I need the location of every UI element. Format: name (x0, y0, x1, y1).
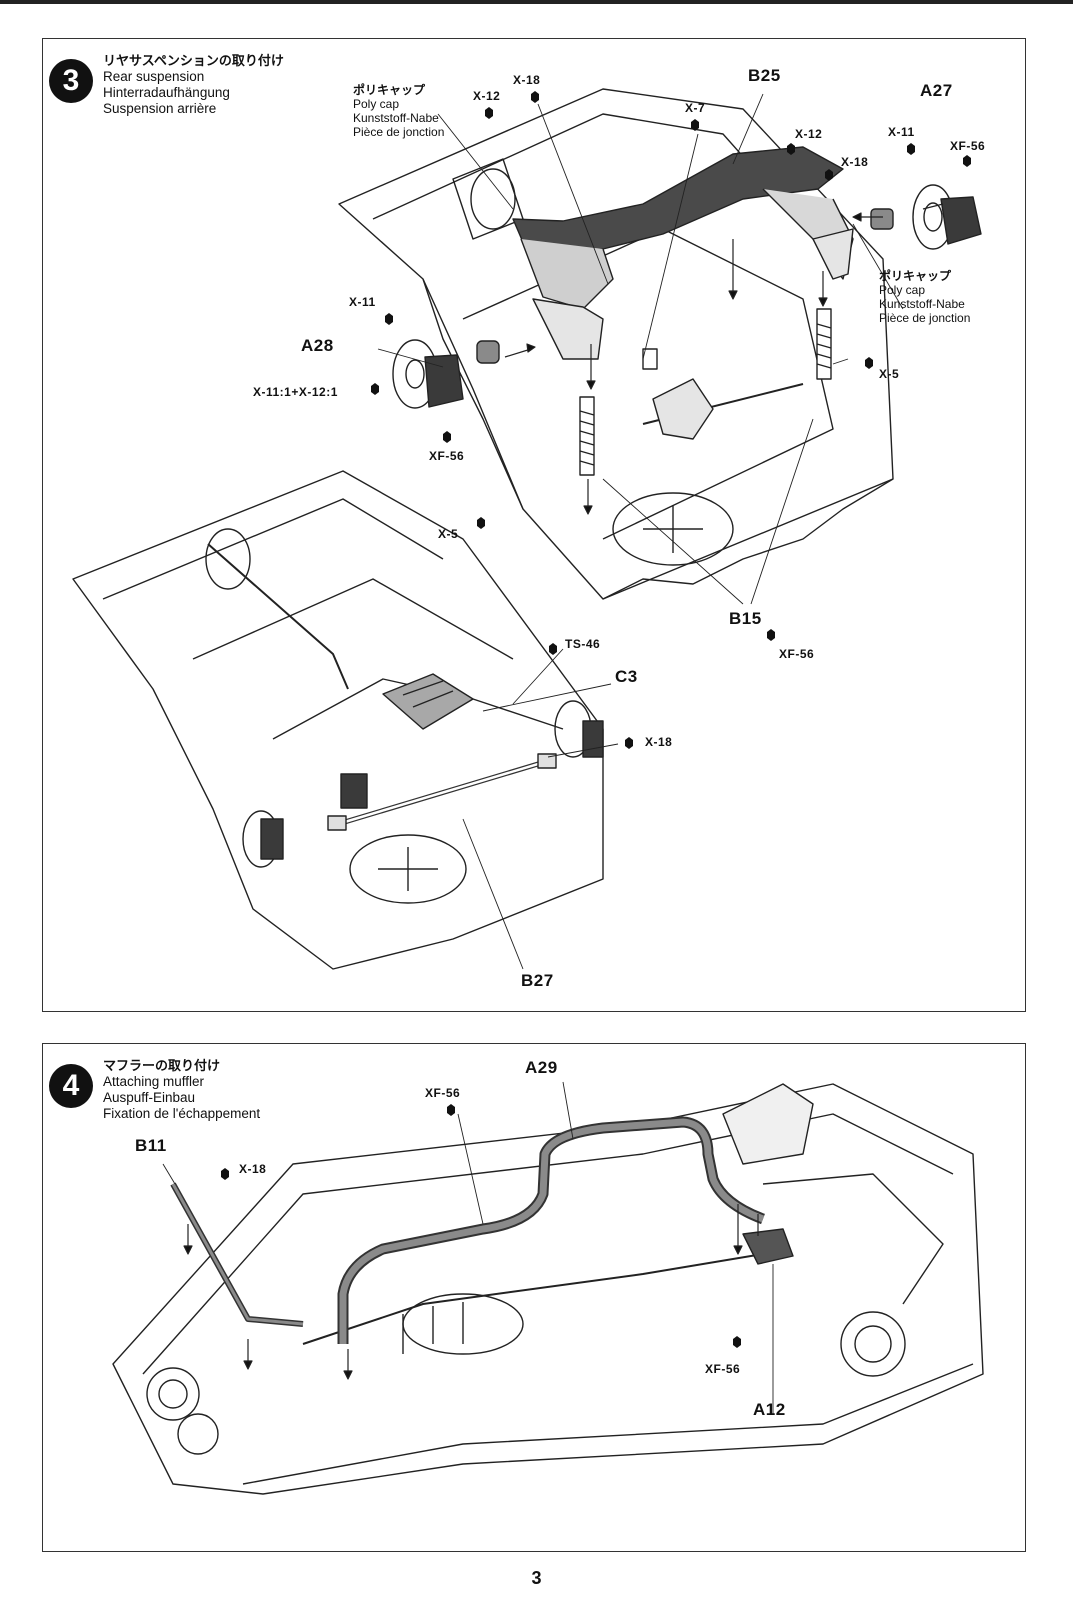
polycap-right-note: ポリキャップ Poly cap Kunststoff-Nabe Pièce de… (879, 269, 970, 325)
label-a27: A27 (920, 81, 953, 100)
screw-icon (865, 357, 873, 369)
screw-icon (691, 119, 699, 131)
step-4-title-en: Attaching muffler (103, 1074, 205, 1089)
b11-rod (170, 1182, 304, 1327)
step-3-title-fr: Suspension arrière (103, 101, 217, 116)
polycap-left-jp: ポリキャップ (353, 83, 426, 97)
differential (642, 348, 714, 440)
label-x18-bar: X-18 (645, 735, 673, 749)
screw-icon (907, 143, 915, 155)
polycap-left-note: ポリキャップ Poly cap Kunststoff-Nabe Pièce de… (353, 83, 444, 139)
step-4-number-badge: 4 (49, 1064, 93, 1108)
upper-chassis-outline (338, 88, 894, 600)
label-xf56-right: XF-56 (950, 139, 986, 153)
label-x7: X-7 (685, 101, 706, 115)
a27-hub-right (870, 184, 982, 250)
label-xf56-left: XF-56 (429, 449, 465, 463)
label-b15: B15 (729, 609, 762, 628)
polycap-left-de: Kunststoff-Nabe (353, 111, 439, 125)
screw-icon (385, 313, 393, 325)
polycap-right-jp: ポリキャップ (879, 269, 952, 283)
page-number: 3 (531, 1568, 542, 1588)
screw-icon (477, 517, 485, 529)
step-4-title-de: Auspuff-Einbau (103, 1090, 196, 1105)
label-ts46: TS-46 (565, 637, 601, 651)
label-x12-top: X-12 (473, 89, 501, 103)
label-xf56-bottom: XF-56 (705, 1362, 741, 1376)
label-x5-left: X-5 (438, 527, 459, 541)
step-3-title-de: Hinterradaufhängung (103, 85, 230, 100)
step-3-title-jp: リヤサスペンションの取り付け (103, 53, 284, 68)
label-a29: A29 (525, 1058, 558, 1077)
step-4-panel: 4 マフラーの取り付け Attaching muffler Auspuff-Ei… (42, 1043, 1026, 1552)
label-x18-right: X-18 (841, 155, 869, 169)
screw-icon (447, 1104, 455, 1116)
step-3-panel: 3 リヤサスペンションの取り付け Rear suspension Hinterr… (42, 38, 1026, 1012)
polycap-right-fr: Pièce de jonction (879, 311, 971, 325)
label-a28: A28 (301, 336, 334, 355)
step-4-title-jp: マフラーの取り付け (103, 1058, 221, 1073)
label-b25: B25 (748, 66, 781, 85)
polycap-right-en: Poly cap (879, 283, 926, 297)
a12-bracket (742, 1228, 794, 1265)
screw-icon (825, 169, 833, 181)
screw-icon (767, 629, 775, 641)
label-x11-right: X-11 (888, 125, 915, 139)
polycap-left-en: Poly cap (353, 97, 400, 111)
step-4-title-fr: Fixation de l'échappement (103, 1106, 261, 1121)
label-a12: A12 (753, 1400, 786, 1419)
label-xf56-b15: XF-56 (779, 647, 815, 661)
screw-icon (733, 1336, 741, 1348)
a28-hub-left (392, 339, 500, 409)
screw-icon (787, 143, 795, 155)
step-3-number-badge: 3 (49, 59, 93, 103)
shock-absorbers (579, 308, 832, 476)
screw-icon (371, 383, 379, 395)
label-mix-x11-x12: X-11:1+X-12:1 (253, 385, 338, 399)
b27-stabilizer-bar (327, 753, 557, 831)
step-3-titles: リヤサスペンションの取り付け Rear suspension Hinterrad… (103, 53, 423, 117)
c3-plate (382, 673, 474, 730)
step4-chassis-outline (112, 1083, 984, 1495)
label-xf56-top: XF-56 (425, 1086, 461, 1100)
screw-icon (531, 91, 539, 103)
label-b27: B27 (521, 971, 554, 990)
label-x11-left: X-11 (349, 295, 376, 309)
label-x5-right: X-5 (879, 367, 900, 381)
screw-icon (963, 155, 971, 167)
screw-icon (443, 431, 451, 443)
step-3-title-en: Rear suspension (103, 69, 205, 84)
step-4-titles: マフラーの取り付け Attaching muffler Auspuff-Einb… (103, 1058, 423, 1122)
label-c3: C3 (615, 667, 638, 686)
a29-muffler-pipe (337, 1116, 765, 1344)
b25-crossmember (512, 146, 854, 360)
polycap-right-de: Kunststoff-Nabe (879, 297, 965, 311)
label-x18: X-18 (239, 1162, 267, 1176)
label-x18-top: X-18 (513, 73, 541, 87)
label-x12-right: X-12 (795, 127, 823, 141)
lower-chassis-outline (72, 470, 604, 970)
label-b11: B11 (135, 1136, 167, 1155)
screw-icon (625, 737, 633, 749)
top-edge-bar (0, 0, 1073, 4)
muffler-drawing (112, 1081, 984, 1495)
rear-suspension-drawing (72, 88, 982, 970)
screw-icon (485, 107, 493, 119)
polycap-left-fr: Pièce de jonction (353, 125, 445, 139)
screw-icon (549, 643, 557, 655)
screw-icon (221, 1168, 229, 1180)
